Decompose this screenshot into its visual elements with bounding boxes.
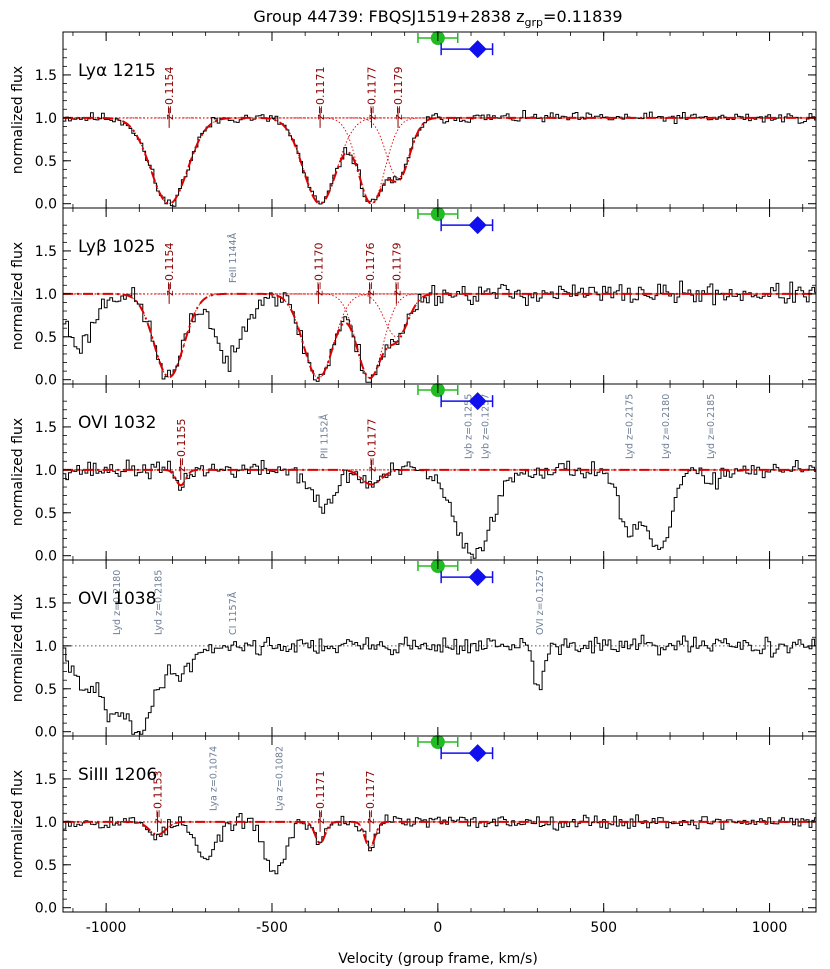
spectrum-panel: z=0.1154 z=0.1170 z=0.1176 z=0.1179 FeII 114…: [10, 207, 817, 389]
x-tick-label: 1000: [752, 920, 788, 936]
observed-spectrum: [63, 634, 816, 735]
figure-title: Group 44739: FBQSJ1519+2838 zgrp=0.11839: [253, 7, 622, 29]
y-axis-label: normalized flux: [10, 418, 26, 526]
line-label: SiIII 1206: [78, 765, 157, 785]
y-tick-label: 1.0: [35, 287, 57, 303]
absorber-label: Lyb z=0.1257: [480, 394, 491, 459]
y-tick-label: 0.0: [35, 901, 57, 917]
x-axis-label: Velocity (group frame, km/s): [338, 951, 538, 967]
absorber-label: z=0.1154: [163, 67, 176, 120]
observed-spectrum: [63, 110, 816, 207]
panel-stack: z=0.1154 z=0.1171 z=0.1177 z=0.1179 Lyα 1215…: [10, 31, 817, 917]
spectrum-panel: z=0.1153 z=0.1171 z=0.1177 Lya z=0.1074 Lya …: [10, 735, 817, 917]
component-profile: [63, 117, 816, 205]
absorber-label: z=0.1177: [364, 771, 377, 824]
y-axis-label: normalized flux: [10, 770, 26, 878]
spectrum-panel: z=0.1154 z=0.1171 z=0.1177 z=0.1179 Lyα 1215…: [10, 31, 817, 213]
y-tick-label: 1.0: [35, 639, 57, 655]
galaxy-velocity-marker: [468, 40, 487, 59]
y-tick-label: 0.5: [35, 154, 57, 170]
observed-spectrum: [63, 280, 816, 383]
line-label: OVI 1032: [78, 413, 156, 433]
component-profile: [63, 293, 816, 379]
x-tick-label: -1000: [86, 920, 127, 936]
y-tick-label: 1.5: [35, 772, 57, 788]
spectrum-panel: Lyd z=0.2180 Lyd z=0.2185 CI 1157Å OVI z=0.…: [10, 559, 817, 741]
y-tick-label: 0.5: [35, 682, 57, 698]
absorber-label: z=0.1171: [314, 771, 327, 824]
y-tick-label: 1.0: [35, 111, 57, 127]
x-tick-label: 0: [433, 920, 442, 936]
absorber-label: z=0.1179: [390, 243, 403, 296]
y-axis-label: normalized flux: [10, 66, 26, 174]
y-tick-label: 0.0: [35, 197, 57, 213]
x-tick-label: 500: [590, 920, 617, 936]
panel-frame: [62, 559, 817, 737]
y-axis-label: normalized flux: [10, 594, 26, 702]
component-profile: [63, 293, 816, 378]
component-profile: [63, 821, 816, 849]
x-tick-label: -500: [256, 920, 288, 936]
model-fit: [63, 116, 816, 205]
panel-frame: [62, 735, 817, 913]
y-tick-label: 1.5: [35, 68, 57, 84]
y-tick-label: 1.5: [35, 420, 57, 436]
y-tick-label: 1.0: [35, 463, 57, 479]
component-profile: [63, 293, 816, 379]
y-tick-label: 0.5: [35, 330, 57, 346]
y-axis-label: normalized flux: [10, 242, 26, 350]
y-tick-label: 1.5: [35, 244, 57, 260]
line-label: Lyβ 1025: [78, 237, 156, 257]
y-tick-label: 0.5: [35, 858, 57, 874]
model-fit: [63, 292, 816, 380]
absorber-label: Lya z=0.1074: [208, 746, 219, 811]
y-tick-label: 0.5: [35, 506, 57, 522]
absorber-label: FeII 1144Å: [227, 232, 239, 283]
galaxy-velocity-marker: [468, 392, 487, 411]
absorber-label: z=0.1171: [314, 67, 327, 120]
absorber-label: Lyd z=0.2180: [112, 570, 123, 635]
galaxy-velocity-marker: [468, 744, 487, 763]
absorber-label: z=0.1177: [365, 419, 378, 472]
absorber-label: CI 1157Å: [227, 591, 239, 635]
line-label: Lyα 1215: [78, 61, 156, 81]
component-profile: [63, 117, 816, 205]
absorber-label: Lyb z=0.1255: [464, 394, 475, 459]
absorber-label: Lyd z=0.2180: [661, 394, 672, 459]
absorber-label: z=0.1179: [392, 67, 405, 120]
model-fit: [63, 820, 816, 849]
galaxy-velocity-marker: [468, 568, 487, 587]
y-tick-label: 1.5: [35, 596, 57, 612]
y-tick-label: 0.0: [35, 725, 57, 741]
absorber-label: z=0.1170: [312, 243, 325, 296]
spectrum-panel: z=0.1155 z=0.1177 PII 1152Å Lyb z=0.1255 Lyb…: [10, 383, 817, 565]
x-axis-tick-labels: -1000 -500 0 500 1000: [86, 920, 788, 936]
absorber-label: OVI z=0.1257: [535, 569, 546, 635]
absorber-label: Lya z=0.1082: [275, 746, 286, 811]
observed-spectrum: [63, 813, 816, 875]
component-profile: [63, 117, 816, 179]
y-tick-label: 0.0: [35, 549, 57, 565]
galaxy-velocity-marker: [468, 216, 487, 235]
absorber-label: Lyd z=0.2185: [154, 570, 165, 635]
component-profile: [63, 469, 816, 486]
absorber-label: z=0.1177: [365, 67, 378, 120]
absorber-label: z=0.1154: [163, 243, 176, 296]
absorber-label: z=0.1155: [175, 419, 188, 472]
absorber-label: Lyd z=0.2185: [706, 394, 717, 459]
y-tick-label: 0.0: [35, 373, 57, 389]
absorber-label: z=0.1153: [152, 771, 165, 824]
y-tick-label: 1.0: [35, 815, 57, 831]
line-label: OVI 1038: [78, 589, 156, 609]
observed-spectrum: [63, 459, 816, 559]
absorber-label: Lyd z=0.2175: [625, 394, 636, 459]
absorber-label: z=0.1176: [364, 243, 377, 296]
component-profile: [63, 117, 816, 205]
component-profile: [63, 293, 816, 338]
absorber-label: PII 1152Å: [318, 413, 330, 459]
